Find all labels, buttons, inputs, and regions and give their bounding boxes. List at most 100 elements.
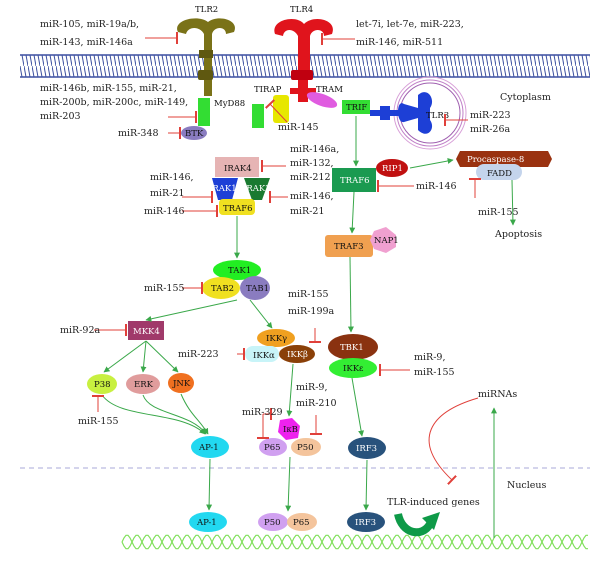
ikb-node [278, 418, 300, 440]
p50-node [291, 438, 321, 456]
ap1-node [191, 436, 229, 458]
ikb-top-mirna-line1: miR-9, [296, 382, 327, 393]
ap1-nucleus-node [189, 512, 227, 532]
traf3-label: TRAF3 [334, 242, 364, 252]
ikkb-node [279, 345, 315, 363]
tram-label: TRAM [316, 85, 343, 95]
irak-left-mirna-line1: miR-146, [150, 172, 194, 183]
tlr2-mirna-line1: miR-105, miR-19a/b, [40, 19, 139, 30]
irf3-label: IRF3 [356, 444, 377, 454]
trif-label: TRIF [346, 103, 367, 113]
nap1-label: NAP1 [374, 236, 399, 246]
tlr3-mirna-line2: miR-26a [470, 124, 510, 135]
traf3-node [325, 235, 373, 257]
irak1-label: IRAK1 [209, 184, 237, 194]
tram-node [306, 92, 338, 108]
ikka-node [245, 346, 279, 362]
p65-nucleus-label: P65 [293, 518, 310, 528]
p50-nucleus-label: P50 [264, 518, 281, 528]
trif-node [342, 100, 370, 114]
irf3-nucleus-node [347, 512, 385, 532]
tlr4-mirna-line1: let-7i, let-7e, miR-223, [356, 19, 464, 30]
tab1-label: TAB1 [246, 284, 269, 294]
tlr4-receptor [274, 19, 333, 102]
tirap-tram-mirna: miR-145 [278, 122, 319, 133]
tab2-node [202, 277, 240, 299]
p38-mirna: miR-155 [78, 416, 119, 427]
procaspase8-node [456, 151, 552, 167]
traf6-left-label: TRAF6 [223, 204, 253, 214]
irak2-mirna-line1: miR-146, [290, 191, 334, 202]
tlr3-endosome [370, 76, 467, 150]
nap1-node [370, 227, 396, 253]
tlr4-mirna-line2: miR-146, miR-511 [356, 37, 443, 48]
gene-induction-arrow [394, 512, 440, 537]
irak-right-mirna-line3: miR-212 [290, 172, 331, 183]
tirap-small-node [252, 104, 264, 128]
irf3-node [348, 437, 386, 459]
activation-arrows [101, 116, 516, 538]
apoptosis-label: Apoptosis [494, 229, 542, 240]
p50-label: P50 [297, 443, 314, 453]
p65-nucleus-node [287, 513, 317, 531]
ikkg-label: IKKγ [266, 334, 287, 344]
left-mirna-line1: miR-146b, miR-155, miR-21, [40, 83, 177, 94]
irak-right-mirna-line2: miR-132, [290, 158, 334, 169]
myd88-label: MyD88 [214, 99, 245, 109]
ikka-mirna: miR-223 [178, 349, 219, 360]
traf6-left-mirna: miR-146 [144, 206, 185, 217]
traf6-right-mirna: miR-146 [416, 181, 457, 192]
ikkg-mirna-line1: miR-155 [288, 289, 329, 300]
ikkg-node [257, 329, 295, 347]
irak-right-mirna-line1: miR-146a, [290, 144, 339, 155]
inhibition-lines [92, 32, 481, 486]
tlr2-receptor [177, 18, 236, 96]
irak2-node [244, 178, 270, 200]
fadd-label: FADD [487, 169, 512, 179]
irf3-nucleus-label: IRF3 [355, 518, 376, 528]
tak1-label: TAK1 [228, 266, 251, 276]
ikke-mirna-line1: miR-9, [414, 352, 445, 363]
left-mirna-line2: miR-200b, miR-200c, miR-149, [40, 97, 188, 108]
btk-node [181, 126, 207, 140]
irak-left-mirna-line2: miR-21 [150, 188, 185, 199]
tab2-label: TAB2 [211, 284, 234, 294]
p65-node [259, 438, 287, 456]
ikke-node [329, 358, 377, 378]
fadd-mirna: miR-155 [478, 207, 519, 218]
ikkg-mirna-line2: miR-199a [288, 306, 335, 317]
traf6-left-node [219, 199, 255, 215]
tlr2-label: TLR2 [195, 5, 218, 15]
erk-label: ERK [134, 380, 154, 390]
p50-nucleus-node [258, 513, 288, 531]
irak4-label: IRAK4 [224, 164, 252, 174]
ikb-left-mirna: miR-329 [242, 407, 283, 418]
tirap-label: TIRAP [254, 85, 282, 95]
traf6-right-node [332, 168, 376, 192]
rip1-node [376, 159, 408, 177]
dna-helix [121, 534, 588, 550]
fadd-node [476, 164, 522, 180]
ikke-label: IKKε [343, 364, 364, 374]
mirna-labels: miR-105, miR-19a/b, miR-143, miR-146a le… [40, 19, 519, 427]
jnk-node [168, 373, 194, 393]
ap1-label: AP-1 [198, 443, 219, 453]
irak2-mirna-line2: miR-21 [290, 206, 325, 217]
mkk4-mirna: miR-92a [60, 325, 100, 336]
left-mirna-line3: miR-203 [40, 111, 81, 122]
ikka-label: IKKα [253, 351, 275, 361]
tab2-mirna: miR-155 [144, 283, 185, 294]
irak2-label: IRAK2 [243, 184, 271, 194]
p65-label: P65 [264, 443, 281, 453]
nucleus-label: Nucleus [507, 480, 547, 491]
btk-label: BTK [185, 129, 204, 139]
p38-node [87, 374, 117, 394]
tirap-node [273, 95, 289, 123]
mkk4-label: MKK4 [133, 327, 160, 337]
ap1-nucleus-label: AP-1 [196, 518, 217, 528]
cytoplasm-label: Cytoplasm [500, 92, 551, 103]
tlr2-mirna-line2: miR-143, miR-146a [40, 37, 133, 48]
ikkb-label: IKKβ [287, 350, 308, 360]
irak4-node [215, 157, 259, 177]
traf6-right-label: TRAF6 [340, 176, 370, 186]
